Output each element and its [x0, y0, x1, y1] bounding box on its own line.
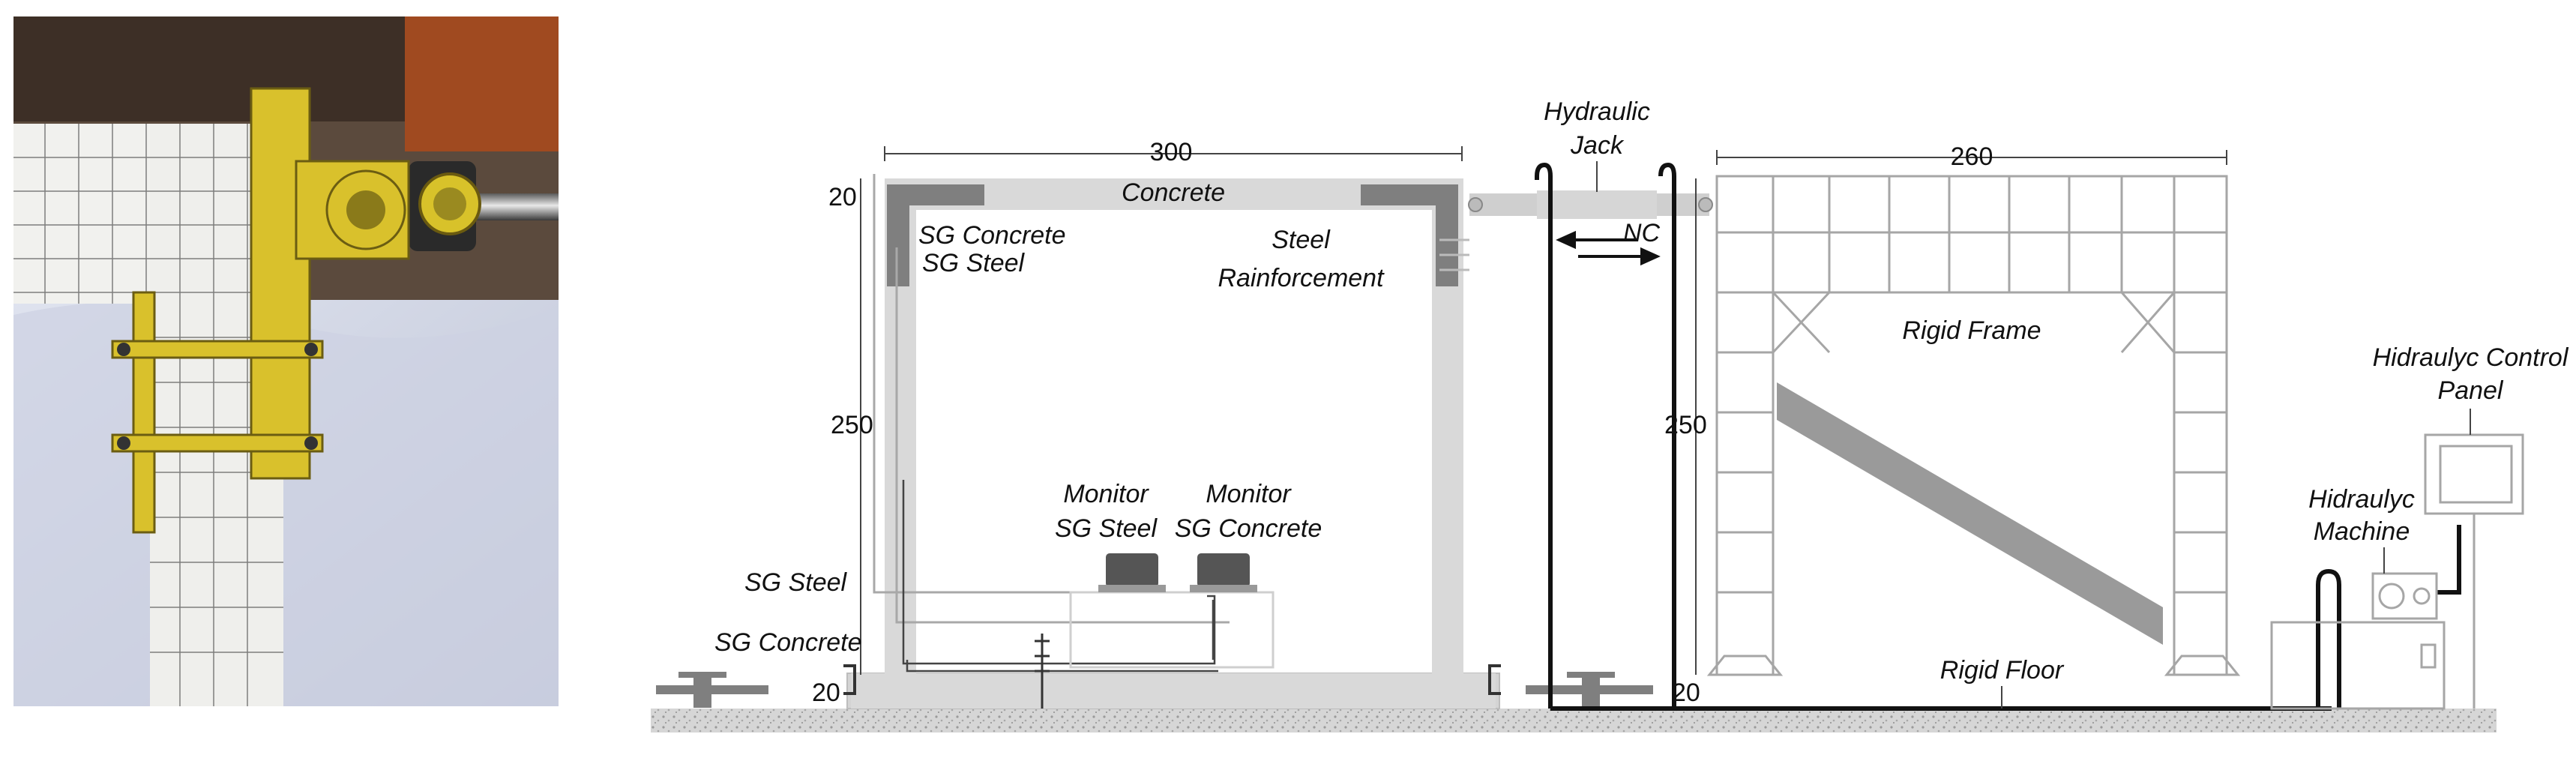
- dim-260: 260: [1951, 142, 1993, 171]
- label-monitor-2: Monitor: [1206, 480, 1292, 508]
- floor-rail-left: [656, 672, 768, 708]
- label-sg-steel-left: SG Steel: [744, 568, 848, 597]
- control-panel: [2424, 433, 2524, 709]
- label-jack: Jack: [1570, 131, 1625, 160]
- monitor-sg-steel: [1069, 553, 1275, 669]
- dim-20-top: 20: [828, 183, 857, 211]
- label-nc: NC: [1623, 219, 1661, 247]
- label-sg-concrete-top: SG Concrete: [918, 221, 1066, 250]
- label-control-panel-1: Hidraulyc Control: [2373, 343, 2569, 372]
- label-rigid-floor: Rigid Floor: [1940, 656, 2065, 685]
- hydraulic-machine: [2270, 572, 2446, 710]
- label-monitor-sg-steel: SG Steel: [1055, 514, 1158, 543]
- label-monitor-sg-concrete: SG Concrete: [1175, 514, 1322, 543]
- hydraulic-lines: [1535, 162, 2461, 711]
- label-machine-1: Hidraulyc: [2308, 485, 2415, 514]
- photo-column: [13, 124, 283, 706]
- dim-300: 300: [1150, 138, 1193, 166]
- dim-20-bottom: 20: [812, 679, 840, 707]
- label-rigid-frame: Rigid Frame: [1902, 316, 2041, 345]
- label-steel: Steel: [1272, 226, 1331, 254]
- label-sg-concrete-left: SG Concrete: [714, 628, 862, 657]
- label-control-panel-2: Panel: [2438, 376, 2504, 405]
- dim-20-right: 20: [1672, 679, 1700, 707]
- dim-250-right: 250: [1664, 411, 1707, 439]
- schematic: 300 260 20 250 250 20 20 Concrete SG Con…: [651, 97, 2569, 733]
- photo-clamp: [111, 87, 410, 534]
- specimen-foundation: [843, 634, 1501, 709]
- specimen-photo: [13, 16, 559, 706]
- floor-rail-right: [1526, 672, 1653, 708]
- specimen-frame: [873, 174, 1469, 673]
- label-monitor-1: Monitor: [1063, 480, 1149, 508]
- nc-arrows: [1556, 230, 1661, 266]
- label-concrete: Concrete: [1122, 178, 1225, 207]
- dim-250-left: 250: [831, 411, 873, 439]
- label-machine-2: Machine: [2314, 517, 2410, 546]
- monitor-sg-concrete: [1190, 553, 1257, 592]
- label-rainforcement: Rainforcement: [1218, 264, 1385, 292]
- ground-gravel: [651, 709, 2497, 733]
- rigid-frame-diagonal: [1777, 382, 2163, 645]
- label-sg-steel-top: SG Steel: [922, 249, 1026, 277]
- label-hydraulic: Hydraulic: [1544, 97, 1650, 126]
- hydraulic-jack: [1468, 190, 1713, 219]
- rigid-frame: [1706, 175, 2241, 676]
- dimension-lines: [860, 146, 2227, 675]
